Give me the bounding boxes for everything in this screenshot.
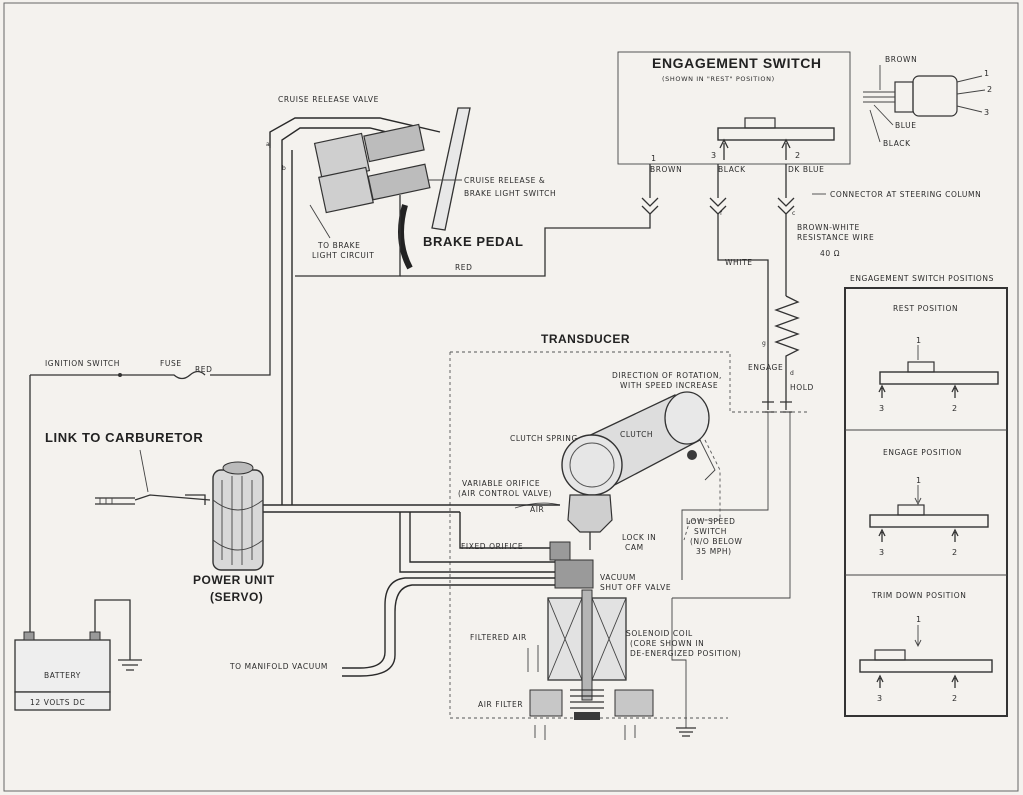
svg-text:FUSE: FUSE bbox=[160, 359, 182, 368]
svg-text:1: 1 bbox=[916, 476, 921, 485]
svg-text:BLACK: BLACK bbox=[883, 139, 911, 148]
svg-text:TO MANIFOLD VACUUM: TO MANIFOLD VACUUM bbox=[229, 662, 328, 671]
svg-text:SHUT OFF VALVE: SHUT OFF VALVE bbox=[600, 583, 671, 592]
svg-text:3: 3 bbox=[877, 694, 882, 703]
svg-text:SWITCH: SWITCH bbox=[694, 527, 727, 536]
svg-text:VACUUM: VACUUM bbox=[600, 573, 636, 582]
svg-text:3: 3 bbox=[711, 151, 716, 160]
svg-text:HOLD: HOLD bbox=[790, 383, 814, 392]
engage-position: ENGAGE POSITION 1 3 2 bbox=[869, 448, 989, 557]
clutch: CLUTCH bbox=[561, 391, 716, 496]
carburetor-link: LINK TO CARBURETOR bbox=[45, 430, 211, 505]
svg-text:BROWN: BROWN bbox=[650, 165, 682, 174]
svg-text:f: f bbox=[720, 210, 723, 217]
svg-text:BROWN: BROWN bbox=[885, 55, 917, 64]
battery-volts: 12 VOLTS DC bbox=[30, 698, 85, 707]
servo-label: (SERVO) bbox=[210, 590, 263, 604]
svg-text:ENGAGE POSITION: ENGAGE POSITION bbox=[883, 448, 962, 457]
svg-text:SOLENOID COIL: SOLENOID COIL bbox=[626, 629, 693, 638]
svg-text:CLUTCH SPRING: CLUTCH SPRING bbox=[510, 434, 578, 443]
brake-assembly: CRUISE RELEASE VALVE a b BRAKE PEDAL CRU… bbox=[266, 95, 556, 277]
main-circuit: RED FUSE IGNITION SWITCH TO MANIFOLD VAC… bbox=[29, 148, 683, 677]
svg-text:FILTERED AIR: FILTERED AIR bbox=[470, 633, 527, 642]
svg-text:35 MPH): 35 MPH) bbox=[696, 547, 732, 556]
resistance-wire bbox=[774, 295, 800, 372]
svg-text:IGNITION SWITCH: IGNITION SWITCH bbox=[45, 359, 120, 368]
solenoid-coil bbox=[547, 589, 627, 720]
svg-text:(N/O BELOW: (N/O BELOW bbox=[690, 537, 742, 546]
svg-text:RED: RED bbox=[195, 365, 213, 374]
svg-text:g: g bbox=[762, 340, 766, 347]
svg-text:TRIM DOWN POSITION: TRIM DOWN POSITION bbox=[871, 591, 966, 600]
svg-text:LOCK IN: LOCK IN bbox=[622, 533, 656, 542]
svg-text:CRUISE RELEASE VALVE: CRUISE RELEASE VALVE bbox=[278, 95, 379, 104]
svg-text:BROWN-WHITE: BROWN-WHITE bbox=[797, 223, 860, 232]
svg-text:AIR: AIR bbox=[530, 505, 544, 514]
svg-text:AIR FILTER: AIR FILTER bbox=[478, 700, 523, 709]
svg-text:b: b bbox=[282, 165, 286, 172]
svg-text:3: 3 bbox=[879, 404, 884, 413]
engagement-switch-subtitle: (SHOWN IN "REST" POSITION) bbox=[662, 75, 775, 83]
switch-wiring: BROWN BLACK DK BLUE CONNECTOR AT STEERIN… bbox=[400, 164, 981, 372]
battery-label: BATTERY bbox=[44, 671, 81, 680]
svg-text:VARIABLE ORIFICE: VARIABLE ORIFICE bbox=[462, 479, 540, 488]
svg-text:REST POSITION: REST POSITION bbox=[893, 304, 958, 313]
svg-text:c: c bbox=[792, 210, 795, 217]
svg-text:(CORE SHOWN IN: (CORE SHOWN IN bbox=[630, 639, 704, 648]
svg-text:1: 1 bbox=[984, 69, 989, 78]
svg-text:LIGHT CIRCUIT: LIGHT CIRCUIT bbox=[312, 251, 374, 260]
svg-text:RESISTANCE WIRE: RESISTANCE WIRE bbox=[797, 233, 874, 242]
svg-text:2: 2 bbox=[952, 694, 957, 703]
engagement-switch: ENGAGEMENT SWITCH (SHOWN IN "REST" POSIT… bbox=[617, 51, 851, 165]
svg-text:1: 1 bbox=[916, 615, 921, 624]
svg-text:2: 2 bbox=[952, 404, 957, 413]
svg-text:CLUTCH: CLUTCH bbox=[620, 430, 653, 439]
svg-text:2: 2 bbox=[952, 548, 957, 557]
svg-text:CRUISE RELEASE &: CRUISE RELEASE & bbox=[464, 176, 545, 185]
svg-text:CONNECTOR AT STEERING COLUMN: CONNECTOR AT STEERING COLUMN bbox=[830, 190, 981, 199]
svg-text:1: 1 bbox=[916, 336, 921, 345]
svg-text:BLUE: BLUE bbox=[895, 121, 917, 130]
svg-text:WITH SPEED INCREASE: WITH SPEED INCREASE bbox=[620, 381, 718, 390]
svg-text:(AIR CONTROL VALVE): (AIR CONTROL VALVE) bbox=[458, 489, 552, 498]
page-border bbox=[3, 2, 1019, 792]
svg-text:ENGAGE: ENGAGE bbox=[748, 363, 783, 372]
svg-text:WHITE: WHITE bbox=[725, 258, 753, 267]
svg-text:2: 2 bbox=[795, 151, 800, 160]
engagement-switch-title: ENGAGEMENT SWITCH bbox=[652, 55, 822, 71]
svg-text:DE-ENERGIZED POSITION): DE-ENERGIZED POSITION) bbox=[630, 649, 741, 658]
svg-text:40 Ω: 40 Ω bbox=[820, 249, 840, 258]
svg-text:d: d bbox=[790, 370, 794, 377]
rest-position: REST POSITION 1 3 2 bbox=[878, 304, 999, 413]
brake-pedal-label: BRAKE PEDAL bbox=[423, 234, 524, 249]
transducer-title: TRANSDUCER bbox=[541, 332, 630, 346]
svg-text:FIXED ORIFICE: FIXED ORIFICE bbox=[461, 542, 523, 551]
svg-text:BLACK: BLACK bbox=[718, 165, 746, 174]
switch-positions-panel: ENGAGEMENT SWITCH POSITIONS REST POSITIO… bbox=[844, 274, 1008, 717]
svg-text:DK BLUE: DK BLUE bbox=[788, 165, 824, 174]
svg-text:1: 1 bbox=[651, 154, 656, 163]
power-unit-label: POWER UNIT bbox=[193, 573, 275, 587]
transducer: TRANSDUCER DIRECTION OF ROTATION, WITH S… bbox=[449, 332, 808, 740]
svg-text:RED: RED bbox=[455, 263, 473, 272]
svg-text:3: 3 bbox=[984, 108, 989, 117]
svg-text:a: a bbox=[266, 141, 270, 148]
svg-text:3: 3 bbox=[879, 548, 884, 557]
positions-panel-title: ENGAGEMENT SWITCH POSITIONS bbox=[850, 274, 994, 283]
svg-text:BRAKE LIGHT SWITCH: BRAKE LIGHT SWITCH bbox=[464, 189, 556, 198]
trim-down-position: TRIM DOWN POSITION 1 3 2 bbox=[859, 591, 993, 703]
battery: BATTERY 12 VOLTS DC bbox=[14, 599, 142, 711]
svg-text:2: 2 bbox=[987, 85, 992, 94]
svg-text:CAM: CAM bbox=[625, 543, 644, 552]
svg-text:DIRECTION OF ROTATION,: DIRECTION OF ROTATION, bbox=[612, 371, 722, 380]
power-unit-servo: POWER UNIT (SERVO) bbox=[193, 461, 275, 604]
link-to-carburetor-label: LINK TO CARBURETOR bbox=[45, 430, 203, 445]
svg-text:LOW SPEED: LOW SPEED bbox=[686, 517, 736, 526]
switch-connector-plug: BROWN 1 2 3 BLUE BLACK bbox=[863, 55, 992, 148]
svg-text:TO BRAKE: TO BRAKE bbox=[317, 241, 361, 250]
